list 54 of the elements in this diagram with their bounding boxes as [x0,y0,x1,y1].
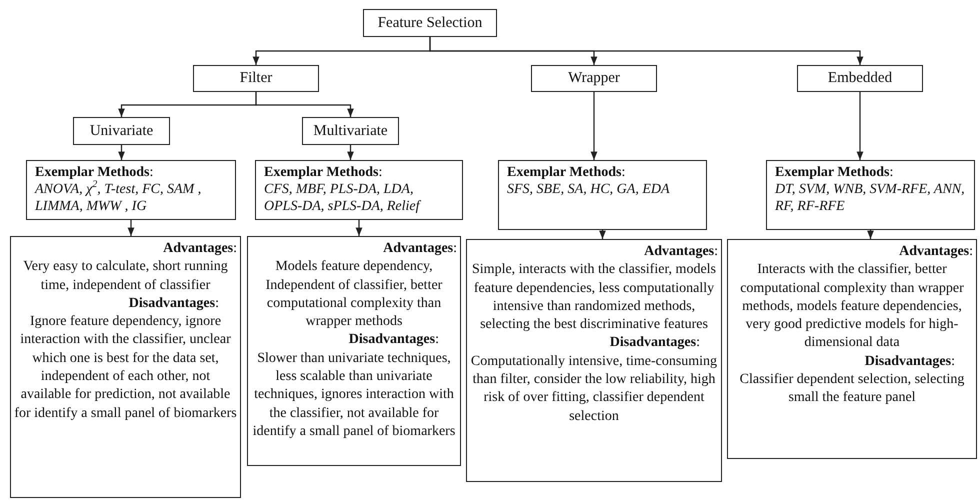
box-label: Embedded [828,70,892,87]
methods-list: DT, SVM, WNB, SVM-RFE, ANN, RF, RF-RFE [775,181,966,215]
pros-cons-box [10,236,241,498]
section-heading: Disadvantages: [864,352,956,371]
section-text: Classifier dependent selection, selecting small the feature panel [738,371,966,408]
section-heading: Disadvantages: [348,331,440,350]
methods-heading: Exemplar Methods: [775,164,894,181]
category-box [193,65,319,92]
section-heading: Advantages: [162,240,237,258]
methods-list: ANOVA, χ$^{2}$, T-test, FC, SAM , LIMMA, MWW , IG [35,181,227,215]
section-text: Slower than univariate techniques, less scalable than univariate techniques, ignores interaction with the classifier, not available for identify a small panel of biomarkers [252,350,456,441]
section-text: Computationally intensive, time-consuming than filter, consider the low reliability, high risk of over fitting, classifier dependent selection [470,352,718,426]
category-box [302,117,399,145]
arrow [599,230,606,239]
arrow [856,92,864,160]
arrow [255,92,354,117]
section-heading: Advantages: [898,243,973,261]
box-label: Filter [240,70,272,87]
section-heading: Disadvantages: [128,294,220,313]
box-label: Feature Selection [378,14,482,32]
methods-heading: Exemplar Methods: [264,164,384,181]
box-label: Multivariate [313,122,388,140]
pros-cons-box [727,239,977,459]
arrow [356,220,362,236]
section-text: Ignore feature dependency, ignore interaction with the classifier, unclear which one is best for the data set, independent of each other, not available for prediction, not available for identify a small panel of biomarkers [14,313,237,423]
section-heading: Advantages: [382,240,457,258]
methods-list: CFS, MBF, PLS-DA, LDA, OPLS-DA, sPLS-DA, Relief [264,181,454,215]
arrow [347,145,354,160]
pros-cons-box [247,236,461,466]
methods-list: SFS, SBE, SA, HC, GA, EDA [507,181,698,198]
arrow [429,37,864,65]
arrow [118,145,125,160]
methods-box [498,160,707,230]
methods-box [766,160,975,230]
arrow [590,92,598,160]
category-box [73,117,170,145]
box-label: Univariate [90,122,154,140]
pros-cons-box [466,239,722,482]
methods-box [26,160,236,220]
methods-heading: Exemplar Methods: [507,164,626,181]
methods-box [255,160,463,220]
box-label: Wrapper [568,70,620,87]
arrow [128,220,134,236]
arrow [867,230,874,239]
section-heading: Advantages: [643,243,718,261]
category-box [797,65,923,92]
section-text: Interacts with the classifier, better computational complexity than wrapper methods, models feature dependencies, very good predictive models for high-dimensional data [739,261,965,352]
methods-heading: Exemplar Methods: [35,164,154,180]
section-text: Very easy to calculate, short running time, independent of classifier [22,258,229,295]
section-text: Models feature dependency, Independent of classifier, better computational complexity than wrapper methods [264,258,444,332]
section-text: Simple, interacts with the classifier, models feature dependencies, less computationally intensive than randomized methods, selecting the best discriminative features [471,261,717,334]
section-heading: Disadvantages: [608,334,701,352]
category-box [531,65,657,92]
category-box [363,9,497,37]
